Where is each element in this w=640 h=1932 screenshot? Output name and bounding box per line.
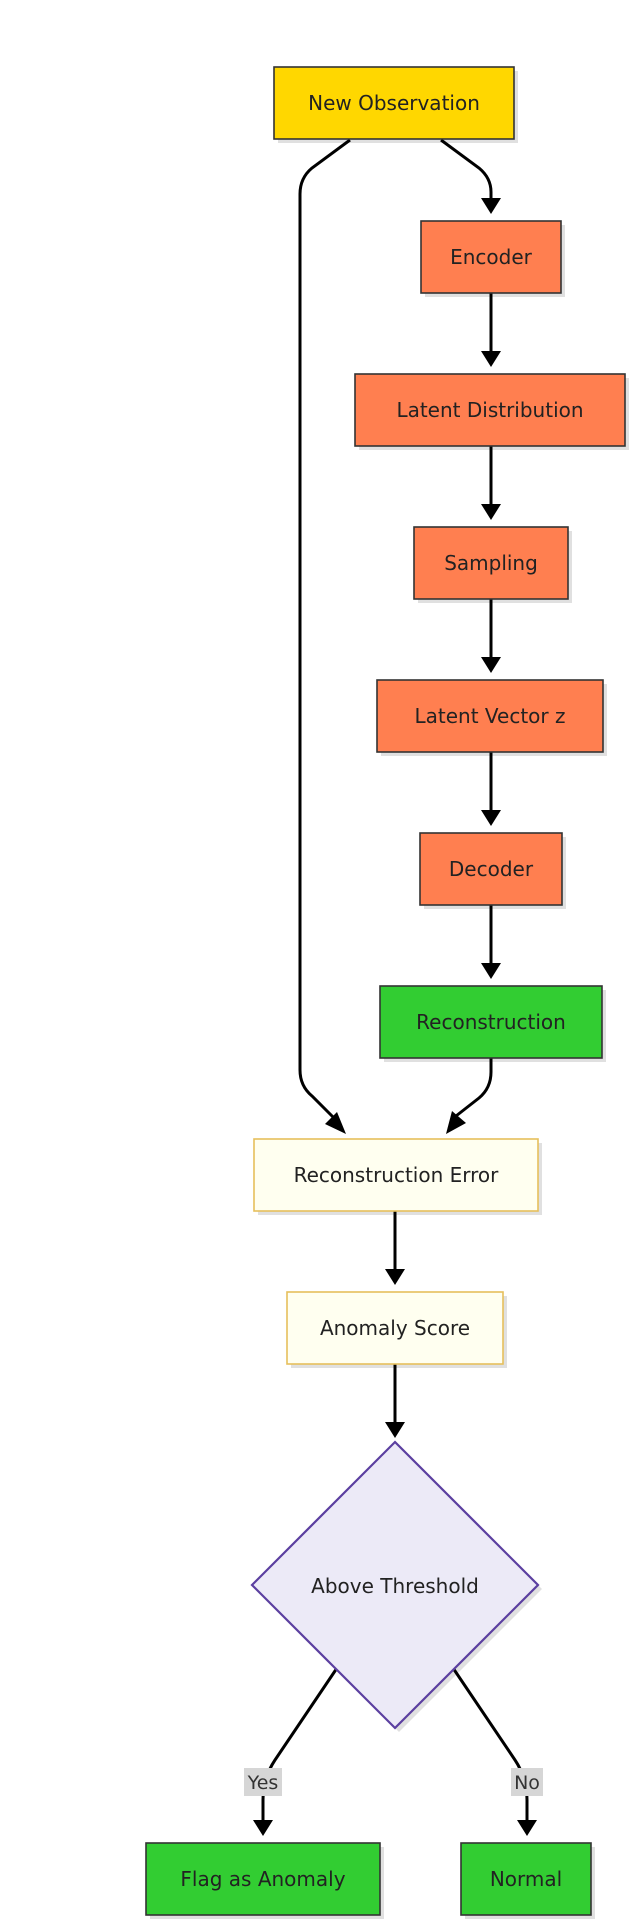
node-flag-anomaly-label: Flag as Anomaly <box>180 1867 345 1891</box>
arrowhead-observation-to-error <box>325 1112 346 1134</box>
node-reconstruction-error: Reconstruction Error <box>253 1138 542 1215</box>
edge-threshold-yes <box>261 1667 339 1822</box>
arrowhead-encoder <box>481 198 501 214</box>
node-new-observation: New Observation <box>273 66 518 143</box>
node-above-threshold: Above Threshold <box>250 1440 542 1732</box>
node-decoder: Decoder <box>419 832 566 909</box>
node-above-threshold-diamond <box>250 1440 540 1730</box>
node-reconstruction-label: Reconstruction <box>416 1010 566 1034</box>
arrowhead-score <box>385 1269 405 1285</box>
node-sampling-box <box>413 526 569 600</box>
node-flag-anomaly: Flag as Anomaly <box>145 1842 384 1919</box>
arrowhead-normal <box>517 1820 537 1836</box>
node-anomaly-score-label: Anomaly Score <box>320 1316 470 1340</box>
node-flag-anomaly-box <box>145 1842 381 1916</box>
arrowhead-sampling <box>481 504 501 520</box>
node-latent-distribution: Latent Distribution <box>354 373 629 450</box>
node-latent-vector-label: Latent Vector z <box>414 704 565 728</box>
node-latent-vector: Latent Vector z <box>376 679 607 756</box>
arrowhead-reconstruction <box>481 963 501 979</box>
edge-label-no-text: No <box>514 1772 540 1794</box>
edge-observation-to-encoder <box>440 138 493 200</box>
node-anomaly-score: Anomaly Score <box>286 1291 507 1368</box>
arrowhead-threshold <box>385 1422 405 1438</box>
node-sampling-label: Sampling <box>444 551 538 575</box>
node-decoder-label: Decoder <box>449 857 534 881</box>
edge-label-no: No <box>511 1768 543 1796</box>
node-encoder-box <box>420 220 562 294</box>
arrowhead-latent-dist <box>481 351 501 367</box>
arrowhead-flag-anomaly <box>253 1820 273 1836</box>
arrowhead-latent-vector <box>481 657 501 673</box>
nodes: New Observation Encoder Latent Distribut… <box>145 66 629 1919</box>
edge-label-yes: Yes <box>244 1768 282 1796</box>
node-latent-vector-box <box>376 679 604 753</box>
node-reconstruction-error-label: Reconstruction Error <box>294 1163 500 1187</box>
node-new-observation-label: New Observation <box>308 91 480 115</box>
node-latent-distribution-box <box>354 373 626 447</box>
edge-threshold-no <box>451 1667 529 1822</box>
node-decoder-box <box>419 832 563 906</box>
edge-reconstruction-to-error <box>455 1058 493 1118</box>
node-normal-label: Normal <box>490 1867 562 1891</box>
node-new-observation-box <box>273 66 515 140</box>
node-encoder: Encoder <box>420 220 565 297</box>
node-reconstruction: Reconstruction <box>379 985 606 1062</box>
node-latent-distribution-label: Latent Distribution <box>396 398 583 422</box>
node-normal: Normal <box>460 1842 595 1919</box>
arrowhead-error-right <box>446 1111 466 1134</box>
node-reconstruction-box <box>379 985 603 1059</box>
node-normal-box <box>460 1842 592 1916</box>
node-reconstruction-error-box <box>253 1138 539 1212</box>
node-sampling: Sampling <box>413 526 572 603</box>
edge-label-yes-text: Yes <box>247 1772 279 1794</box>
node-encoder-label: Encoder <box>450 245 533 269</box>
node-above-threshold-label: Above Threshold <box>311 1574 479 1598</box>
node-anomaly-score-box <box>286 1291 504 1365</box>
edges: Yes No <box>244 138 543 1836</box>
arrowhead-decoder <box>481 810 501 826</box>
edge-observation-to-error <box>298 138 351 1124</box>
